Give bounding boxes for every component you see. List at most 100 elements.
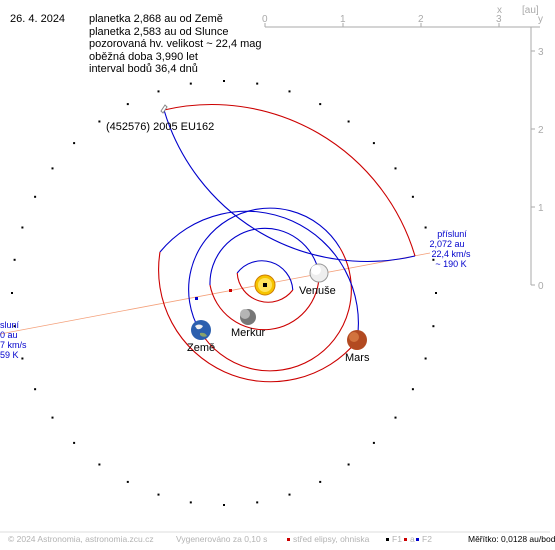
info-line-period: oběžná doba 3,990 let — [89, 50, 198, 63]
orbit-point — [256, 501, 259, 504]
venus-orbit-red — [209, 272, 320, 331]
orbit-point — [223, 504, 225, 506]
x-tick-3: 3 — [496, 14, 502, 25]
legend-a-dot — [404, 538, 407, 542]
legend-f2-dot — [416, 538, 419, 542]
svg-text:7 km/s: 7 km/s — [0, 340, 27, 350]
orbit-point — [394, 167, 397, 170]
orbit-point — [126, 103, 129, 106]
date-label: 26. 4. 2024 — [10, 13, 66, 25]
scale-text: Měřítko: 0,0128 au/bod — [468, 534, 555, 544]
orbit-point — [432, 258, 435, 261]
orbit-point — [288, 90, 291, 93]
sun — [254, 274, 276, 296]
y-axis — [530, 27, 535, 286]
aphelion-label: sluní 0 au 7 km/s 59 K — [0, 320, 27, 360]
orbit-point — [347, 463, 350, 466]
mercury-planet — [240, 309, 256, 325]
orbit-point — [411, 195, 414, 198]
x-axis-label: x — [497, 5, 502, 16]
orbit-point — [98, 463, 101, 466]
earth-orbit — [188, 207, 341, 332]
orbit-point — [319, 480, 322, 483]
svg-text:2,072 au: 2,072 au — [429, 239, 464, 249]
orbit-point — [435, 292, 437, 294]
earth-label: Země — [187, 342, 215, 354]
orbit-point — [432, 325, 435, 328]
info-line-distance-earth: planetka 2,868 au od Země — [89, 13, 223, 25]
orbit-point — [51, 167, 54, 170]
x-tick-0: 0 — [262, 14, 268, 25]
svg-text:sluní: sluní — [0, 320, 20, 330]
orbit-point — [13, 258, 16, 261]
mercury-orbit-red — [236, 272, 294, 303]
legend-center: střed elipsy, ohniska — [287, 534, 369, 544]
orbit-point — [288, 493, 291, 496]
apsis-line — [0, 252, 431, 335]
svg-text:~ 190 K: ~ 190 K — [435, 259, 466, 269]
orbit-point — [223, 80, 225, 82]
earth-planet — [191, 320, 211, 340]
y-axis-label: y — [538, 14, 543, 25]
orbit-point — [394, 416, 397, 419]
asteroid-marker — [160, 104, 168, 114]
orbit-point — [73, 441, 76, 444]
legend-center-dot — [287, 538, 290, 542]
focus-f2 — [195, 297, 198, 300]
legend-f1-dot — [386, 538, 389, 542]
legend-f2: F2 — [416, 534, 432, 544]
orbit-point — [157, 90, 160, 93]
x-tick-2: 2 — [418, 14, 424, 25]
orbit-point — [21, 226, 24, 229]
legend-a: a — [404, 534, 415, 544]
orbit-point — [21, 357, 24, 360]
orbit-point — [51, 416, 54, 419]
y-tick-3: 3 — [538, 47, 544, 58]
planet-orbits — [158, 207, 359, 383]
footer-bar: © 2024 Astronomia, astronomia.zcu.cz Vyg… — [0, 532, 555, 548]
info-line-magnitude: pozorovaná hv. velikost ~ 22,4 mag — [89, 38, 262, 51]
info-panel: planetka 2,868 au od Země planetka 2,583… — [89, 13, 262, 76]
orbit-point — [189, 501, 192, 504]
asteroid-label: (452576) 2005 EU162 — [106, 121, 214, 133]
orbit-point — [126, 480, 129, 483]
mars-label: Mars — [345, 352, 370, 364]
mars-orbit-red — [158, 251, 358, 383]
orbit-point — [256, 82, 259, 85]
orbit-point — [319, 103, 322, 106]
ellipse-center — [229, 289, 232, 292]
orbit-point — [372, 142, 375, 145]
orbit-point — [34, 388, 37, 391]
orbit-point — [73, 142, 76, 145]
orbit-point — [34, 195, 37, 198]
svg-text:0 au: 0 au — [0, 330, 18, 340]
legend-f1: F1 — [386, 534, 402, 544]
y-tick-1: 1 — [538, 203, 544, 214]
asteroid-orbit — [163, 103, 416, 263]
svg-text:přísluní: přísluní — [437, 229, 467, 239]
orbit-point — [157, 493, 160, 496]
x-tick-1: 1 — [340, 14, 346, 25]
copyright-text: © 2024 Astronomia, astronomia.zcu.cz — [8, 534, 154, 544]
venus-planet — [309, 263, 329, 283]
svg-text:59 K: 59 K — [0, 350, 19, 360]
mercury-orbit — [236, 260, 294, 291]
y-tick-0: 0 — [538, 281, 544, 292]
venus-orbit — [209, 227, 320, 286]
orbit-point — [347, 120, 350, 123]
perihelion-label: přísluní 2,072 au 22,4 km/s ~ 190 K — [429, 229, 471, 269]
orbit-point — [411, 388, 414, 391]
orbit-points — [11, 80, 437, 506]
info-line-distance-sun: planetka 2,583 au od Slunce — [89, 25, 229, 38]
orbit-point — [13, 325, 16, 328]
venus-label: Venuše — [299, 285, 336, 297]
orbit-point — [98, 120, 101, 123]
mercury-label: Merkur — [231, 327, 266, 339]
orbit-point — [372, 441, 375, 444]
unit-label: [au] — [522, 5, 539, 16]
x-axis — [264, 23, 540, 28]
orbit-point — [424, 226, 427, 229]
y-tick-2: 2 — [538, 125, 544, 136]
orbit-point — [11, 292, 13, 294]
